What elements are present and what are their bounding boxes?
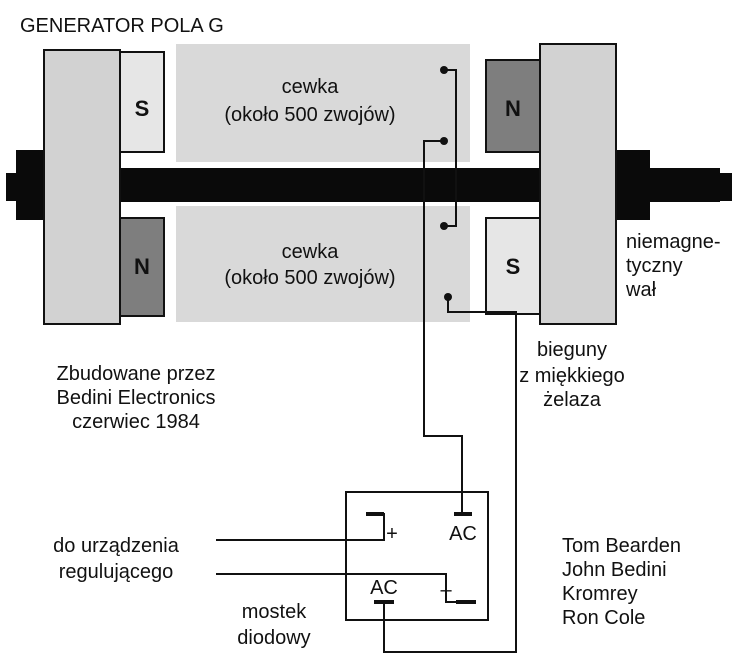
bridge-label-line2: diodowy: [237, 627, 310, 649]
magnet-right-bottom-pole: S: [506, 254, 521, 279]
wire-plus-to-regulator: [216, 513, 385, 541]
bridge-plus-plate: [366, 512, 384, 516]
bridge-label-line1: mostek: [242, 601, 307, 623]
wire-minus-to-regulator: [216, 573, 466, 603]
coil-bottom-terminal-2: [444, 293, 452, 301]
bridge-minus-plate: [456, 600, 476, 604]
magnet-left-bottom: [119, 217, 165, 317]
soft-iron-line1: bieguny: [537, 339, 607, 361]
magnet-right-top-pole: N: [505, 96, 521, 121]
bridge-ac-top-plate: [454, 512, 472, 516]
regulator-line1: do urządzenia: [53, 535, 180, 557]
coil-top-terminal-1: [440, 66, 448, 74]
coil-bottom-line2: (około 500 zwojów): [224, 267, 395, 289]
built-by-line3: czerwiec 1984: [72, 411, 200, 433]
coil-bottom: [176, 206, 470, 322]
author-4: Ron Cole: [562, 607, 645, 629]
shaft-right-end: [650, 173, 732, 201]
diagram-title: GENERATOR POLA G: [20, 15, 224, 37]
shaft-right-collar: [616, 150, 650, 220]
author-2: John Bedini: [562, 559, 667, 581]
author-1: Tom Bearden: [562, 535, 681, 557]
shaft-label-line3: wał: [625, 279, 657, 301]
shaft-label-line2: tyczny: [626, 255, 683, 277]
built-by-line1: Zbudowane przez: [57, 363, 216, 385]
coil-bottom-line1: cewka: [282, 241, 340, 263]
coil-top-line1: cewka: [282, 76, 340, 98]
left-rotor-plate: [43, 49, 121, 325]
coil-top-terminal-2: [440, 137, 448, 145]
coil-top-line2: (około 500 zwojów): [224, 104, 395, 126]
wire-to-ac-bottom: [383, 297, 517, 653]
magnet-left-top: [119, 51, 165, 153]
magnet-left-top-pole: S: [135, 96, 150, 121]
wire-to-ac-top: [423, 140, 463, 514]
bridge-ac-bottom: AC: [370, 577, 398, 599]
magnet-right-bottom: [485, 217, 541, 315]
soft-iron-line3: żelaza: [543, 389, 602, 411]
magnet-right-top: [485, 59, 541, 153]
coil-jumper-wire: [444, 69, 457, 227]
author-3: Kromrey: [562, 583, 638, 605]
bridge-plus: +: [386, 523, 398, 545]
right-rotor-plate: [539, 43, 617, 325]
shaft-label-line1: niemagne-: [626, 231, 721, 253]
bridge-minus: –: [440, 579, 452, 601]
bridge-ac-bottom-plate: [374, 600, 394, 604]
bridge-ac-top: AC: [449, 523, 477, 545]
bridge-box: [345, 491, 489, 621]
regulator-line2: regulującego: [59, 561, 174, 583]
wiring: [216, 69, 517, 653]
soft-iron-line2: z miękkiego: [519, 365, 625, 387]
built-by-line2: Bedini Electronics: [57, 387, 216, 409]
coil-top: [176, 44, 470, 162]
magnet-left-bottom-pole: N: [134, 254, 150, 279]
coil-bottom-terminal-1: [440, 222, 448, 230]
